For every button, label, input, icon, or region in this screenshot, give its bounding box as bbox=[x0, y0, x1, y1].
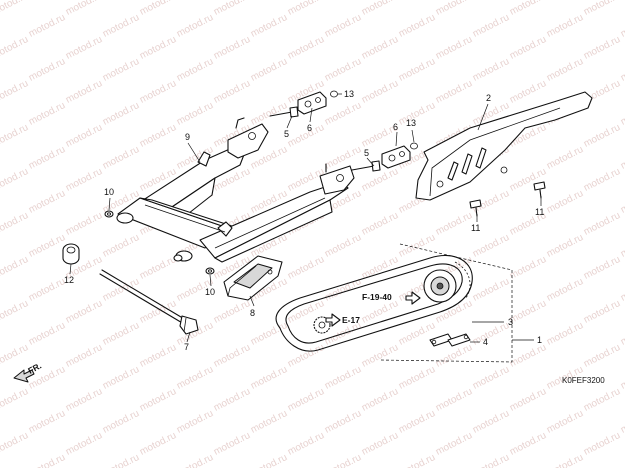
callout-11a: 11 bbox=[471, 223, 480, 233]
callout-11b: 11 bbox=[535, 207, 544, 217]
front-arrow-icon bbox=[13, 369, 35, 383]
chain-guard bbox=[415, 91, 593, 201]
drive-chain bbox=[275, 254, 473, 352]
ref-arrow-e17 bbox=[325, 313, 341, 327]
adjuster-lower bbox=[351, 142, 418, 172]
callout-10b: 10 bbox=[205, 287, 215, 297]
diagram-code: K0FEF3200 bbox=[562, 376, 605, 385]
chain-slider bbox=[223, 255, 283, 301]
swingarm bbox=[116, 117, 355, 263]
ref-arrow-f1940 bbox=[405, 291, 421, 305]
callout-13a: 13 bbox=[344, 89, 354, 99]
bolt-11b bbox=[533, 181, 546, 199]
callout-13b: 13 bbox=[406, 118, 416, 128]
callout-5b: 5 bbox=[364, 148, 369, 158]
callout-5a: 5 bbox=[284, 129, 289, 139]
callout-7: 7 bbox=[184, 342, 189, 352]
callout-6b: 6 bbox=[393, 122, 398, 132]
adjuster-upper bbox=[269, 90, 338, 118]
callout-9: 9 bbox=[185, 132, 190, 142]
pivot-bolt bbox=[99, 269, 199, 335]
direction-label: FR. bbox=[26, 361, 43, 376]
callout-2: 2 bbox=[486, 93, 491, 103]
group-bracket bbox=[379, 243, 534, 363]
reference-label-f1940: F-19-40 bbox=[362, 292, 392, 302]
callout-1: 1 bbox=[537, 335, 542, 345]
callout-6a: 6 bbox=[307, 123, 312, 133]
nut-10b bbox=[205, 267, 215, 275]
collar bbox=[62, 243, 80, 265]
master-link bbox=[429, 333, 471, 347]
reference-label-e17: E-17 bbox=[342, 315, 360, 325]
bolt-11a bbox=[469, 199, 482, 217]
callout-10a: 10 bbox=[104, 187, 114, 197]
nut-10a bbox=[104, 210, 114, 218]
callouts: 1 2 3 4 5 5 6 6 7 8 9 10 10 11 11 12 13 … bbox=[64, 89, 544, 352]
callout-12: 12 bbox=[64, 275, 74, 285]
callout-3: 3 bbox=[508, 317, 513, 327]
leader-lines bbox=[69, 93, 542, 343]
callout-4: 4 bbox=[483, 337, 488, 347]
callout-8: 8 bbox=[250, 308, 255, 318]
